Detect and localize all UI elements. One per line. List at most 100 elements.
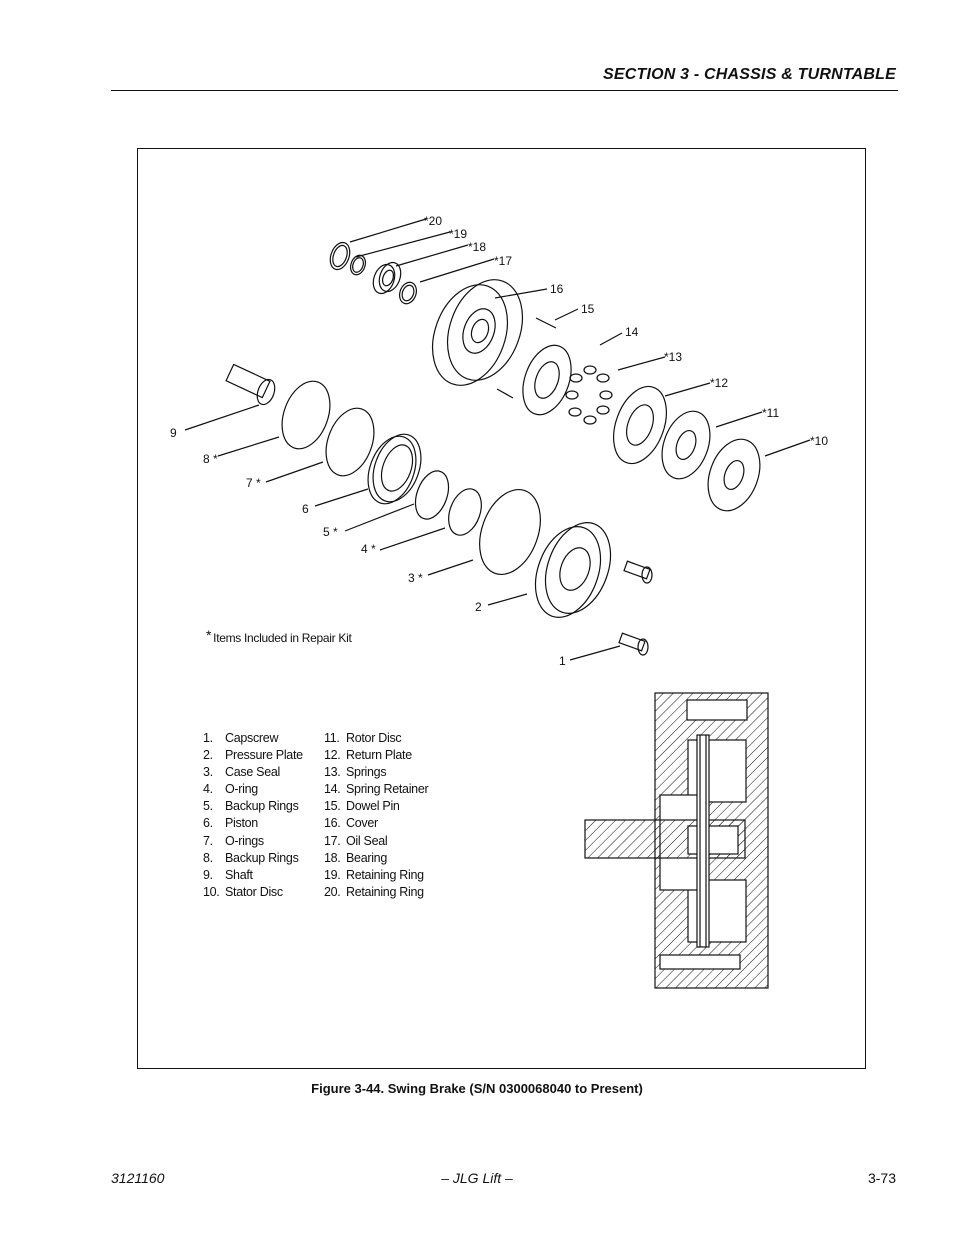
callout-7: 7 *	[246, 476, 261, 490]
callout-16: 16	[550, 282, 564, 296]
legend-row: 2. Pressure Plate	[203, 747, 303, 764]
o-ring-4	[448, 488, 482, 536]
leader-10	[764, 439, 811, 457]
legend-num: 19.	[324, 867, 341, 882]
legend-row: 19. Retaining Ring	[324, 867, 428, 884]
bearing-18	[372, 261, 402, 295]
legend-row: 17.Oil Seal	[324, 833, 428, 850]
legend-row: 7.O-rings	[203, 833, 303, 850]
callout-12: *12	[710, 376, 728, 390]
legend-num: 13.	[324, 765, 341, 780]
callout-9: 9	[170, 426, 177, 440]
callout-5: 5 *	[323, 525, 338, 539]
legend-row: 10.Stator Disc	[203, 884, 303, 901]
retaining-ring-19	[349, 254, 367, 276]
legend-label: Springs	[346, 765, 387, 780]
legend-label: Backup Rings	[225, 799, 299, 814]
legend-num: 1.	[203, 731, 213, 745]
legend-num: 11.	[324, 731, 340, 745]
leader-5	[344, 503, 415, 532]
shaft-9	[225, 363, 276, 406]
footer-doc-number: 3121160	[111, 1170, 165, 1186]
cover-16	[432, 279, 523, 386]
legend-row: 18. Bearing	[324, 850, 428, 867]
callout-18: *18	[468, 240, 486, 254]
legend-label: Bearing	[346, 850, 387, 865]
legend-label: Retaining Ring	[346, 884, 424, 899]
legend-label: Oil Seal	[346, 833, 388, 848]
section-title: SECTION 3 - CHASSIS & TURNTABLE	[602, 66, 896, 83]
leader-6	[314, 488, 369, 507]
callout-2: 2	[475, 600, 482, 614]
leader-7	[265, 461, 324, 483]
legend-row: 4.O-ring	[203, 781, 303, 798]
header-rule	[111, 90, 898, 91]
cross-section-view	[584, 692, 769, 989]
callout-3: 3 *	[408, 571, 423, 585]
legend-label: Retaining Ring	[346, 867, 424, 882]
footer-page-number: 3-73	[867, 1170, 896, 1186]
callout-11: *11	[762, 406, 779, 420]
legend-num: 4.	[203, 782, 213, 797]
legend-row: 13. Springs	[324, 764, 428, 781]
legend-row: 3.Case Seal	[203, 764, 303, 781]
leader-4	[379, 527, 446, 551]
parts-legend-left: 1.Capscrew 2.Pressure Plate 3.Case Seal …	[203, 730, 303, 901]
legend-row: 5. Backup Rings	[203, 798, 303, 815]
backup-ring-8	[281, 380, 331, 450]
callout-labels: *20 *19 *18 *17 16 15 14 *13 *12 *11 *10…	[170, 214, 828, 668]
legend-row: 15.Dowel Pin	[324, 798, 428, 815]
legend-row: 1. Capscrew	[203, 730, 303, 747]
kit-note-star: *	[206, 627, 212, 643]
legend-num: 20.	[324, 884, 341, 899]
legend-num: 5.	[203, 799, 213, 814]
legend-label: Shaft	[225, 867, 253, 882]
legend-num: 9.	[203, 867, 213, 882]
legend-num: 15.	[324, 799, 341, 814]
legend-label: Cover	[346, 816, 378, 831]
callout-20: *20	[424, 214, 442, 228]
repair-kit-note: *Items Included in Repair Kit	[206, 627, 352, 645]
spring-retainer-14	[522, 344, 572, 416]
legend-label: Piston	[225, 816, 258, 831]
capscrew-1	[618, 632, 649, 656]
retaining-ring-20	[329, 241, 351, 271]
legend-row: 16. Cover	[324, 815, 428, 832]
callout-13: *13	[664, 350, 682, 364]
callout-6: 6	[302, 502, 309, 516]
legend-num: 3.	[203, 765, 213, 780]
callout-10: *10	[810, 434, 828, 448]
leader-12	[664, 382, 711, 397]
stator-disc-10	[707, 438, 761, 512]
leader-20	[349, 218, 427, 243]
return-plate-12	[613, 385, 667, 465]
leader-9	[184, 404, 260, 431]
leader-13	[617, 356, 666, 371]
leader-19	[355, 231, 451, 258]
parts-legend-right: 11.Rotor Disc 12.Return Plate 13.Springs…	[324, 730, 429, 901]
leader-8	[217, 436, 280, 457]
leader-14	[599, 332, 623, 346]
legend-num: 12.	[324, 748, 341, 763]
legend-label: Capscrew	[225, 731, 279, 745]
leader-18	[395, 244, 469, 267]
legend-label: Return Plate	[346, 748, 412, 763]
legend-row: 6. Piston	[203, 815, 303, 832]
legend-num: 2.	[203, 748, 213, 763]
leader-1	[569, 645, 621, 661]
legend-num: 6.	[203, 816, 213, 831]
oil-seal-17	[398, 281, 418, 305]
legend-label: Pressure Plate	[225, 748, 303, 763]
figure-caption: Figure 3-44. Swing Brake (S/N 0300068040…	[311, 1081, 643, 1096]
rotor-disc-11	[661, 410, 711, 480]
legend-num: 18.	[324, 850, 341, 865]
callout-8: 8 *	[203, 452, 218, 466]
leader-11	[715, 411, 763, 428]
legend-label: Backup Rings	[225, 850, 299, 865]
callout-4: 4 *	[361, 542, 376, 556]
leader-17	[419, 258, 495, 283]
case-seal-3	[479, 488, 541, 576]
legend-label: Spring Retainer	[346, 782, 429, 797]
legend-num: 14.	[324, 782, 341, 797]
legend-num: 16.	[324, 816, 341, 831]
